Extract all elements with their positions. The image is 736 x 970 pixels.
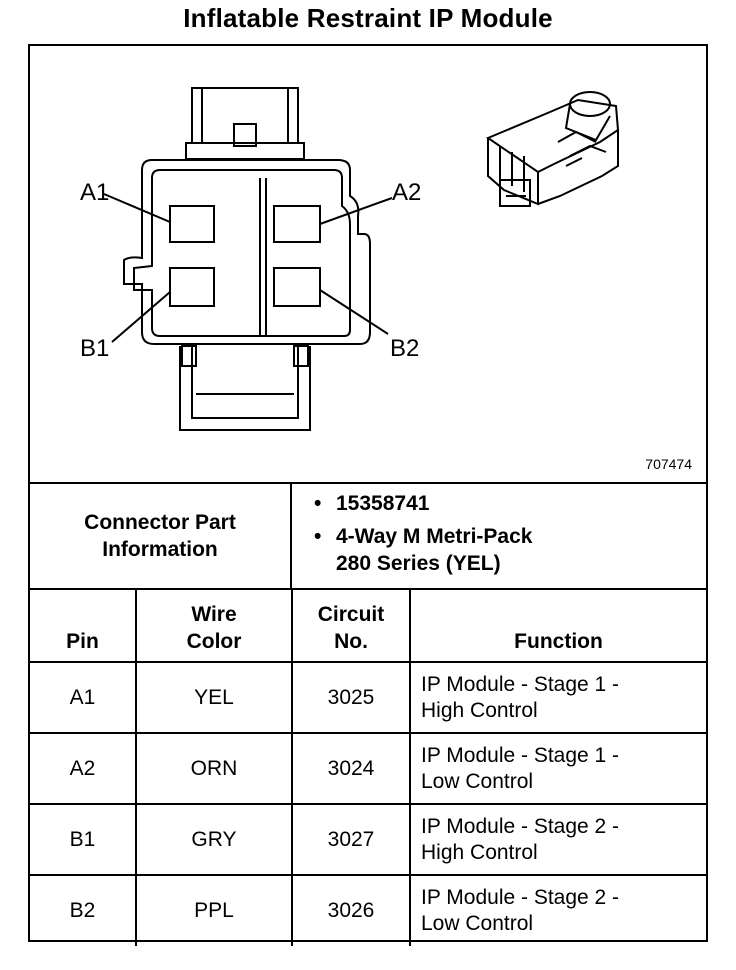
- header-circuit: Circuit No.: [291, 588, 411, 663]
- cell-pin: B2: [30, 874, 137, 946]
- bottom-lock-tab: [179, 346, 311, 431]
- connector-3d-view: [485, 91, 620, 207]
- connector-diagram-panel: A1 A2 B1 B2 707474: [30, 46, 706, 484]
- cell-circuit: 3025: [291, 661, 411, 734]
- part-description: 4-Way M Metri-Pack 280 Series (YEL): [314, 523, 533, 577]
- cavity-b2: [273, 267, 321, 307]
- table-row: B1 GRY 3027 IP Module - Stage 2 - High C…: [30, 803, 706, 876]
- connector-part-info: 15358741 4-Way M Metri-Pack 280 Series (…: [292, 484, 706, 588]
- connector-part-label-line1: Connector Part: [84, 511, 236, 534]
- connector-inner-wall: [133, 169, 351, 337]
- connector-document: A1 A2 B1 B2 707474 Connector Part Inform…: [28, 44, 708, 946]
- cavity-a1: [169, 205, 215, 243]
- cell-circuit: 3026: [291, 874, 411, 946]
- cell-pin: B1: [30, 803, 137, 876]
- pin-table: Pin Wire Color Circuit No. Function A1 Y…: [30, 588, 706, 946]
- header-pin: Pin: [30, 588, 137, 663]
- connector-part-row: Connector Part Information 15358741 4-Wa…: [30, 484, 706, 590]
- pin-label-a1: A1: [80, 179, 109, 206]
- cell-function: IP Module - Stage 1 - High Control: [409, 661, 706, 734]
- cell-wire-color: YEL: [135, 661, 293, 734]
- pin-label-b2: B2: [390, 335, 419, 362]
- pin-label-b1: B1: [80, 335, 109, 362]
- top-latch: [191, 87, 299, 144]
- connector-outer-housing: [123, 159, 371, 345]
- cell-wire-color: ORN: [135, 732, 293, 805]
- table-row: A1 YEL 3025 IP Module - Stage 1 - High C…: [30, 661, 706, 734]
- table-row: A2 ORN 3024 IP Module - Stage 1 - Low Co…: [30, 732, 706, 805]
- cell-circuit: 3027: [291, 803, 411, 876]
- pin-label-a2: A2: [392, 179, 421, 206]
- connector-part-label: Connector Part Information: [30, 484, 292, 588]
- page-title: Inflatable Restraint IP Module: [183, 3, 553, 33]
- figure-id: 707474: [645, 456, 692, 472]
- cell-wire-color: PPL: [135, 874, 293, 946]
- cavity-b1: [169, 267, 215, 307]
- cell-pin: A2: [30, 732, 137, 805]
- cell-circuit: 3024: [291, 732, 411, 805]
- cell-function: IP Module - Stage 2 - Low Control: [409, 874, 706, 946]
- connector-face-drawing: A1 A2 B1 B2: [80, 87, 620, 431]
- cell-function: IP Module - Stage 2 - High Control: [409, 803, 706, 876]
- pin-table-header: Pin Wire Color Circuit No. Function: [30, 588, 706, 663]
- cell-function: IP Module - Stage 1 - Low Control: [409, 732, 706, 805]
- cell-wire-color: GRY: [135, 803, 293, 876]
- connector-part-label-line2: Information: [102, 538, 218, 561]
- table-row: B2 PPL 3026 IP Module - Stage 2 - Low Co…: [30, 874, 706, 946]
- cell-pin: A1: [30, 661, 137, 734]
- header-wire-color: Wire Color: [135, 588, 293, 663]
- connector-part-list: 15358741 4-Way M Metri-Pack 280 Series (…: [314, 490, 533, 583]
- header-function: Function: [409, 588, 706, 663]
- part-number: 15358741: [314, 490, 532, 517]
- cavity-a2: [273, 205, 321, 243]
